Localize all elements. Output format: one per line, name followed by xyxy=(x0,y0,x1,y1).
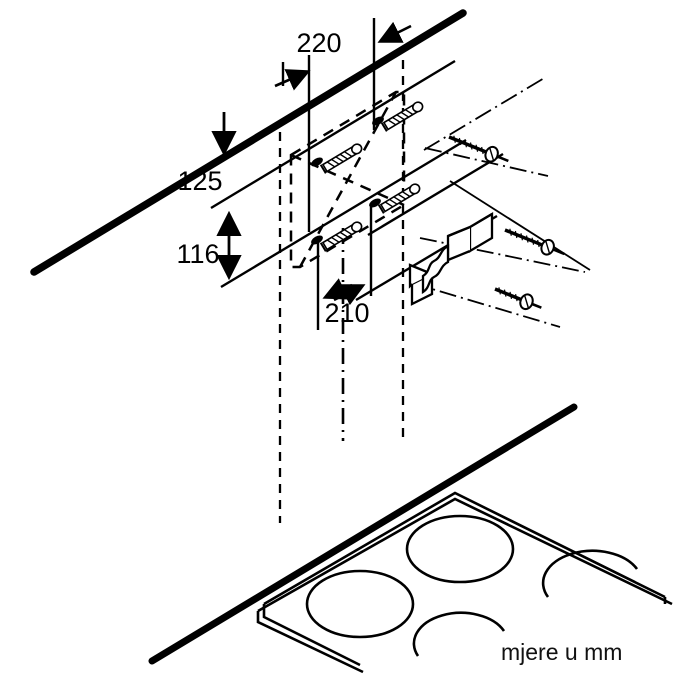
hood-mounting-axes xyxy=(210,59,504,302)
worktop-edge-line xyxy=(148,403,578,665)
dimension-label-220: 220 xyxy=(296,28,341,58)
assembly-centerlines xyxy=(423,76,591,271)
drill-hole xyxy=(311,157,323,167)
cooking-zone xyxy=(305,569,415,639)
screw xyxy=(494,287,542,311)
dimension-label-125: 125 xyxy=(177,166,222,196)
mounting-bracket xyxy=(408,211,494,306)
screw xyxy=(448,135,509,163)
units-note: mjere u mm xyxy=(501,639,622,665)
wall-edge-line xyxy=(30,9,467,276)
cooking-zones xyxy=(305,514,639,657)
wall-anchor xyxy=(377,183,421,214)
cooking-zone xyxy=(412,611,506,657)
screw-centerlines xyxy=(411,147,586,328)
wall-anchor xyxy=(380,101,424,132)
wall-anchor xyxy=(319,221,363,252)
wall-anchors xyxy=(319,101,424,252)
vertical-reference-lines xyxy=(278,60,405,523)
dimension-arrow-220 xyxy=(274,21,412,91)
cooktop xyxy=(148,403,673,674)
cooktop-frame xyxy=(256,491,673,674)
screws xyxy=(388,123,565,311)
dimension-arrow-210 xyxy=(322,278,366,306)
cooking-zone xyxy=(541,549,639,598)
cooking-zone xyxy=(405,514,515,584)
screw xyxy=(504,228,565,256)
hood-hidden-outline xyxy=(289,90,406,269)
dimension-label-210: 210 xyxy=(324,298,369,328)
dimension-label-116: 116 xyxy=(176,239,219,269)
wall-anchor xyxy=(319,143,363,174)
drill-hole xyxy=(311,235,323,245)
